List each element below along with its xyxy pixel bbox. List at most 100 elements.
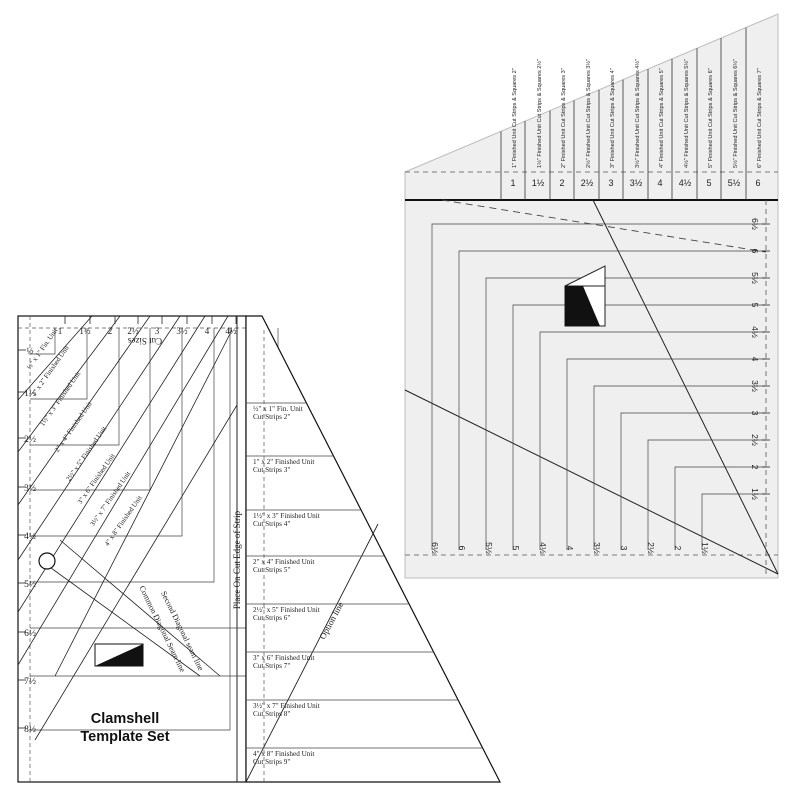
template-title-line2: Template Set [80, 729, 170, 745]
bottom-ruler-label: 2½ [646, 542, 656, 554]
bottom-ruler-label: 4½ [538, 542, 548, 554]
column-label: 1" Finished Unit Cut Strips & Squares 2" [512, 68, 518, 168]
column-number: 1 [510, 178, 515, 188]
side-ruler-label: 8½ [24, 724, 36, 735]
right-column-headers: 1 1" Finished Unit Cut Strips & Squares 2… [500, 27, 763, 200]
side-ruler-label: 3½ [24, 483, 36, 494]
column-number: 5½ [728, 178, 741, 188]
top-ruler-label: 1½ [79, 326, 91, 336]
strip-cut-label: Cut Strips 9" [253, 758, 290, 766]
diagonal-line [17, 315, 229, 666]
side-ruler-label: 3½ [750, 380, 760, 392]
side-ruler-label: 7½ [24, 676, 36, 687]
unit-outline [30, 328, 56, 355]
column-number: 2½ [581, 178, 594, 188]
left-side-ruler: ½ 1½ 2½ 3½ 4½ 5½ 6½ 7½ 8½ [18, 346, 36, 735]
diagonal-line [17, 315, 121, 453]
side-ruler-label: 6½ [750, 218, 760, 230]
unit-outline [458, 250, 766, 550]
column-number: 2 [559, 178, 564, 188]
right-grid-lines [431, 223, 766, 550]
right-orientation-icon [564, 265, 606, 327]
strip-cut-label: Cut Strips 5" [253, 566, 290, 574]
side-ruler-label: ½ [26, 346, 33, 357]
bottom-ruler-label: 5 [511, 546, 521, 551]
unit-outline [512, 304, 766, 550]
column-label: 1½" Finished Unit Cut Strips & Squares 2… [536, 59, 543, 168]
unit-outline [674, 466, 766, 550]
unit-outline [485, 277, 766, 550]
strip-unit-label: ½" x 1" Fin. Unit [253, 405, 303, 413]
side-ruler-label: 5½ [24, 579, 36, 590]
diagonal-line [17, 315, 93, 401]
side-ruler-label: 6½ [24, 628, 36, 639]
column-number: 4½ [679, 178, 692, 188]
strip-cut-label: Cut Strips 6" [253, 614, 290, 622]
bottom-ruler-label: 6 [457, 546, 467, 551]
strip-cut-label: Cut Strips 4" [253, 520, 290, 528]
column-label: 3" Finished Unit Cut Strips & Squares 4" [610, 68, 616, 168]
column-label: 6" Finished Unit Cut Strips & Squares 7" [757, 68, 763, 168]
strip-cut-label: Cut Strips 8" [253, 710, 290, 718]
column-label: 3½" Finished Unit Cut Strips & Squares 4… [634, 59, 641, 168]
unit-outline [30, 328, 231, 731]
side-ruler-label: 5 [750, 303, 760, 308]
top-ruler-label: 2½ [127, 326, 139, 336]
unit-outline [539, 331, 766, 550]
cut-sizes-label: Cut Sizes [127, 336, 162, 346]
strip-unit-label: 1½" x 3" Finished Unit [253, 512, 320, 520]
side-ruler-label: 1½ [24, 388, 36, 399]
strip-unit-label: 4" x 8" Finished Unit [253, 750, 314, 758]
strip-unit-label: 2" x 4" Finished Unit [253, 558, 314, 566]
seam-line [39, 559, 201, 677]
right-diagonal-dashed [441, 199, 767, 253]
side-ruler-label: 6 [750, 249, 760, 254]
strip-unit-label: 3" x 6" Finished Unit [253, 654, 314, 662]
unit-outline [30, 328, 183, 537]
unit-outline [701, 493, 766, 550]
diagonal-line [17, 315, 151, 506]
column-number: 4 [657, 178, 662, 188]
column-number: 6 [755, 178, 760, 188]
template-title-line1: Clamshell [90, 711, 160, 727]
bottom-ruler-label: 2 [673, 546, 683, 551]
side-ruler-label: 2 [750, 465, 760, 470]
column-label: 2½" Finished Unit Cut Strips & Squares 3… [585, 59, 592, 168]
top-ruler-label: 4½ [225, 326, 237, 336]
bottom-ruler-label: 1½ [700, 542, 710, 554]
triangle-template-body [245, 315, 501, 783]
strip-cut-label: Cut Strips 7" [253, 662, 290, 670]
top-ruler-label: 3 [155, 326, 160, 336]
diagonal-line [34, 404, 238, 741]
side-ruler-label: 3 [750, 411, 760, 416]
unit-outline [30, 328, 215, 583]
right-diagonal-option [404, 389, 779, 575]
column-number: 3 [608, 178, 613, 188]
side-ruler-label: 4½ [24, 531, 36, 542]
side-ruler-label: 1½ [750, 488, 760, 500]
right-diagonal-seam [592, 199, 779, 575]
registration-hole [38, 552, 56, 570]
unit-outline [593, 385, 766, 550]
bottom-ruler-label: 3 [619, 546, 629, 551]
column-label: 4" Finished Unit Cut Strips & Squares 5" [659, 68, 665, 168]
seam-line [59, 539, 221, 677]
top-ruler-label: 4 [205, 326, 210, 336]
unit-outline [431, 223, 766, 550]
unit-outline [620, 412, 766, 550]
strip-unit-label: 2½" x 5" Finished Unit [253, 606, 320, 614]
column-number: 3½ [630, 178, 643, 188]
left-template-body [17, 315, 247, 783]
side-ruler-label: 4 [750, 357, 760, 362]
bottom-ruler-label: 3½ [592, 542, 602, 554]
strip-cut-label: Cut Strips 3" [253, 466, 290, 474]
top-ruler-label: 1 [58, 326, 63, 336]
side-ruler-label: 2½ [24, 434, 36, 445]
bottom-ruler-label: 6½ [430, 542, 440, 554]
